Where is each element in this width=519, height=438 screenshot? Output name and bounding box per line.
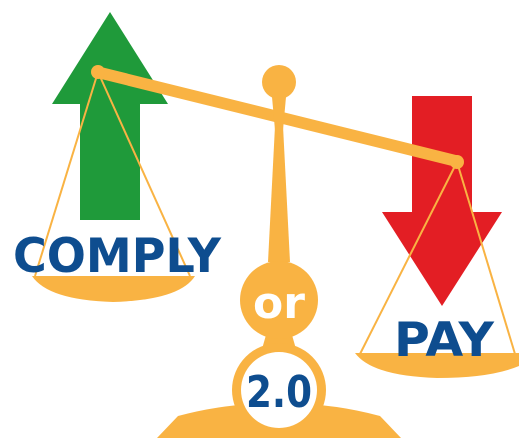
- comply-label: COMPLY: [13, 229, 222, 284]
- left-pan-strings: [34, 71, 191, 277]
- pay-label: PAY: [394, 313, 495, 368]
- scale-finial: [262, 65, 296, 99]
- or-label: or: [253, 278, 305, 329]
- version-badge: [241, 352, 317, 428]
- scale-post: [268, 126, 290, 262]
- right-pan-strings: [359, 161, 516, 355]
- up-arrow-icon: [52, 12, 168, 220]
- scale-neck: [272, 97, 286, 130]
- or-bulb: [240, 261, 318, 339]
- right-pan: [355, 353, 519, 378]
- version-label: 2.0: [246, 367, 312, 418]
- left-pan: [32, 276, 195, 302]
